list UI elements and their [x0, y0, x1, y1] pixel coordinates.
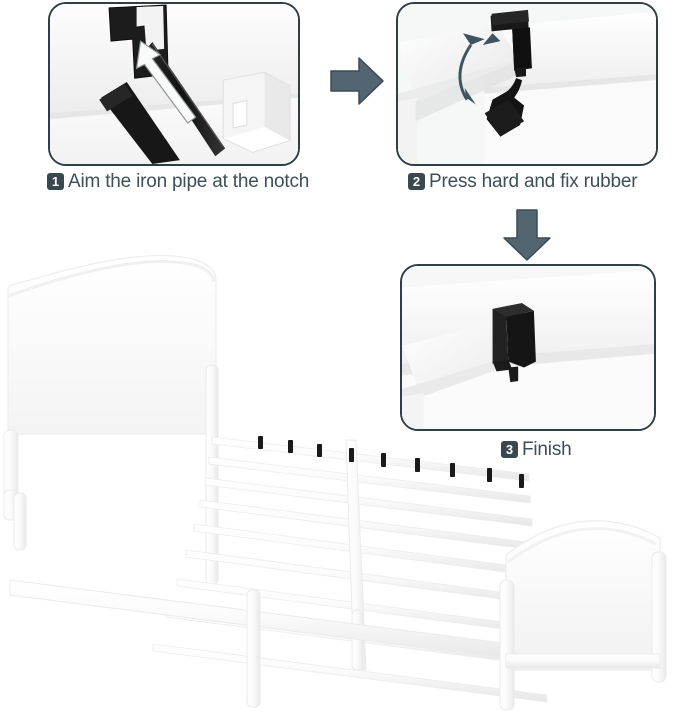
bed-frame-illustration — [0, 250, 679, 713]
iron-pipe — [99, 42, 226, 164]
step-2-caption: 2 Press hard and fix rubber — [408, 171, 638, 192]
press-arrow-head-up — [462, 33, 485, 45]
step-3-caption: 3 Finish — [501, 439, 572, 460]
footboard — [499, 520, 667, 711]
step-1-caption-text: Aim the iron pipe at the notch — [68, 171, 310, 192]
step-3-caption-text: Finish — [522, 439, 572, 460]
step-1-illustration — [50, 4, 298, 164]
step-2-badge: 2 — [408, 173, 425, 190]
down-arrow-icon — [503, 209, 551, 261]
step-1-caption: 1 Aim the iron pipe at the notch — [47, 172, 309, 191]
step-1-badge: 1 — [47, 173, 64, 190]
rubber-piece — [484, 78, 525, 137]
slat-clips — [258, 436, 524, 488]
step-3-illustration — [402, 266, 654, 429]
insert-arrow — [136, 40, 197, 124]
step-3-badge: 3 — [501, 441, 518, 458]
installed-bracket — [492, 303, 536, 383]
headboard — [3, 254, 219, 586]
right-arrow-icon — [330, 57, 384, 105]
rubber-bracket — [490, 9, 532, 78]
step-2-illustration — [398, 4, 656, 164]
step-2-panel — [396, 2, 658, 166]
press-arrows — [458, 44, 473, 101]
legs — [13, 492, 261, 708]
step-2-caption-text: Press hard and fix rubber — [429, 171, 638, 192]
step-1-panel — [48, 2, 300, 166]
step-3-panel — [400, 264, 656, 431]
